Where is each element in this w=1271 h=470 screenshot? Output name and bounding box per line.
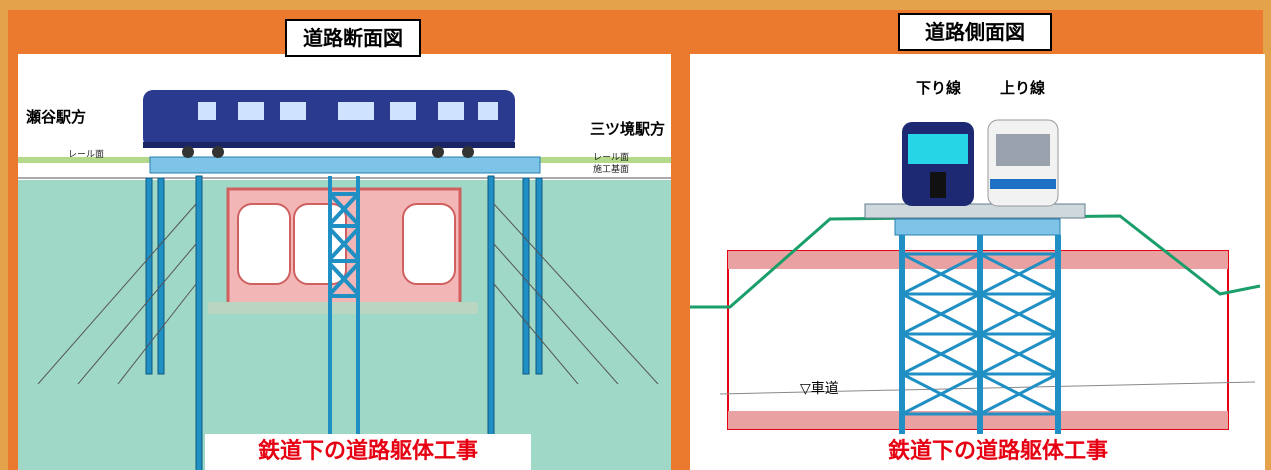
- culvert-cell-1: [237, 203, 291, 285]
- rail-level-label-right: レール面: [593, 153, 630, 163]
- down-line-train-front: [902, 122, 974, 206]
- station-label-mitsukyo: 三ツ境駅方: [590, 120, 666, 138]
- steel-pile: [522, 177, 530, 375]
- down-line-label: 下り線: [916, 79, 962, 97]
- culvert-cell-3: [402, 203, 456, 285]
- culvert-base-slab: [208, 302, 478, 314]
- roadway-label: ▽車道: [800, 381, 839, 397]
- side-view-title: 道路側面図: [898, 13, 1052, 51]
- left-caption: 鉄道下の道路躯体工事: [205, 434, 531, 470]
- rail-level-label-left: レール面: [68, 150, 105, 160]
- road-side-view-panel: 下り線 上り線 ▽車道: [690, 54, 1265, 470]
- train-side-view: [143, 90, 515, 158]
- train-girder: [864, 203, 1086, 219]
- support-tower: [894, 218, 1061, 434]
- up-line-label: 上り線: [1000, 79, 1046, 97]
- up-line-train-front: [987, 119, 1059, 207]
- roadway-line: [719, 381, 1256, 395]
- side-view-drawing: [690, 119, 1261, 434]
- cross-section-drawing: [18, 90, 671, 470]
- steel-pile: [157, 177, 165, 375]
- station-label-seya: 瀬谷駅方: [26, 108, 87, 126]
- steel-pile: [487, 175, 495, 470]
- cross-section-title: 道路断面図: [285, 19, 421, 57]
- steel-pile: [535, 177, 543, 375]
- center-bracing-tower: [328, 176, 360, 470]
- construction-base-label: 施工基面: [593, 165, 630, 175]
- steel-pile: [145, 177, 153, 375]
- ground-anchors: [37, 203, 659, 385]
- girder-deck: [149, 156, 541, 174]
- right-caption: 鉄道下の道路躯体工事: [833, 434, 1163, 470]
- steel-pile: [195, 175, 203, 470]
- road-cross-section-panel: 瀬谷駅方 三ツ境駅方 レール面 レール面 施工基面: [18, 54, 671, 470]
